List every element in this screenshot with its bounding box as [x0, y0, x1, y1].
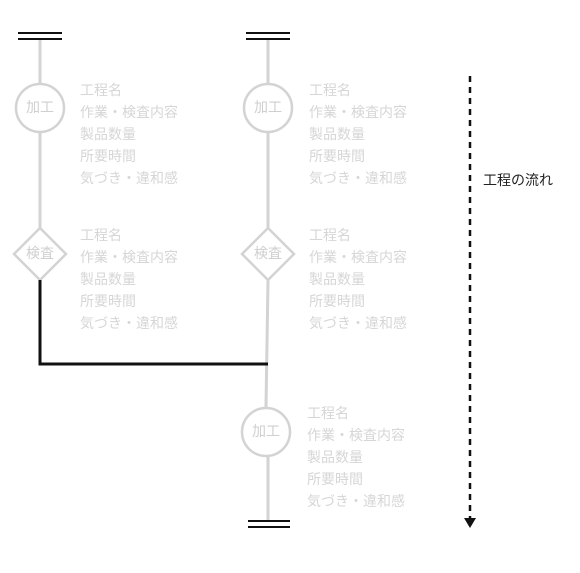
info-notes: 気づき・違和感 [309, 171, 407, 187]
info-block-left-inspection: 工程名 作業・検査内容 製品数量 所要時間 気づき・違和感 [80, 225, 178, 335]
info-block-left-process: 工程名 作業・検査内容 製品数量 所要時間 気づき・違和感 [80, 80, 178, 190]
flow-direction-label: 工程の流れ [483, 173, 553, 189]
info-notes: 気づき・違和感 [80, 171, 178, 187]
info-quantity: 製品数量 [307, 450, 363, 466]
info-work-content: 作業・検査内容 [307, 428, 405, 444]
info-work-content: 作業・検査内容 [309, 250, 407, 266]
right-process-label-1: 加工 [254, 100, 282, 116]
right-inspection-diamond [240, 226, 296, 282]
info-quantity: 製品数量 [309, 272, 365, 288]
info-quantity: 製品数量 [80, 127, 136, 143]
info-work-content: 作業・検査内容 [80, 105, 178, 121]
info-process-name: 工程名 [80, 83, 122, 99]
join-line [38, 280, 268, 366]
end-marker [248, 520, 290, 528]
right-start-marker [246, 32, 290, 40]
right-process-label-2: 加工 [252, 424, 280, 440]
left-inspection-label: 検査 [26, 246, 54, 262]
info-process-name: 工程名 [307, 406, 349, 422]
info-process-name: 工程名 [309, 83, 351, 99]
info-time: 所要時間 [309, 294, 365, 310]
left-process-label: 加工 [26, 100, 54, 116]
info-block-right-process-1: 工程名 作業・検査内容 製品数量 所要時間 気づき・違和感 [309, 80, 407, 190]
info-time: 所要時間 [307, 472, 363, 488]
right-connector-3 [264, 279, 270, 408]
info-quantity: 製品数量 [80, 272, 136, 288]
info-process-name: 工程名 [309, 228, 351, 244]
info-work-content: 作業・検査内容 [80, 250, 178, 266]
info-notes: 気づき・違和感 [80, 316, 178, 332]
flow-arrow-head [464, 518, 476, 528]
info-block-right-inspection: 工程名 作業・検査内容 製品数量 所要時間 気づき・違和感 [309, 225, 407, 335]
info-notes: 気づき・違和感 [307, 494, 405, 510]
info-work-content: 作業・検査内容 [309, 105, 407, 121]
right-inspection-label: 検査 [254, 246, 282, 262]
info-time: 所要時間 [80, 149, 136, 165]
right-process-circle-1 [242, 82, 294, 134]
info-time: 所要時間 [309, 149, 365, 165]
info-quantity: 製品数量 [309, 127, 365, 143]
left-start-marker [18, 32, 62, 40]
left-process-circle [14, 82, 66, 134]
info-notes: 気づき・違和感 [309, 316, 407, 332]
info-block-right-process-2: 工程名 作業・検査内容 製品数量 所要時間 気づき・違和感 [307, 403, 405, 513]
info-time: 所要時間 [80, 294, 136, 310]
right-process-circle-2 [240, 406, 292, 458]
info-process-name: 工程名 [80, 228, 122, 244]
